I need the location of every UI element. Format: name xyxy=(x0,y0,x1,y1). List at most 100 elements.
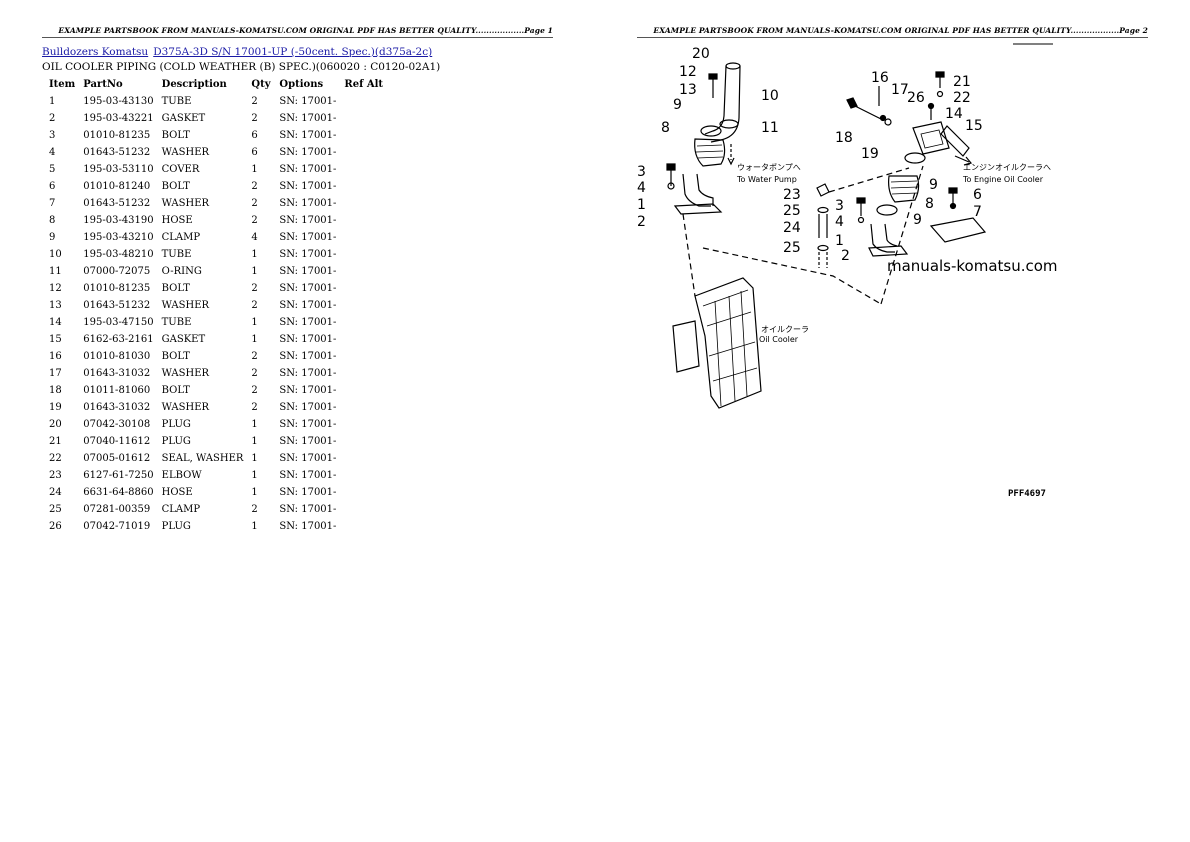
seal-washer-22-part xyxy=(936,90,944,98)
elbow-1-part xyxy=(870,223,895,253)
cell-item: 15 xyxy=(49,334,62,345)
leader-line xyxy=(682,213,696,297)
cell-ref-alt xyxy=(340,127,388,144)
cell-description: BOLT xyxy=(161,283,190,294)
breadcrumb: Bulldozers Komatsu D375A-3D S/N 17001-UP … xyxy=(42,46,432,58)
cell-item: 18 xyxy=(49,385,62,396)
clamp-25-part xyxy=(817,244,829,252)
cell-options: SN: 17001- xyxy=(279,266,337,277)
cell-description: GASKET xyxy=(161,334,206,345)
cell-qty: 2 xyxy=(251,283,258,294)
callout-label: 11 xyxy=(761,120,779,136)
cell-description: WASHER xyxy=(161,300,210,311)
cell-description: GASKET xyxy=(161,113,206,124)
cell-qty: 1 xyxy=(251,266,258,277)
cell-ref-alt xyxy=(340,501,388,518)
callout-label: 2 xyxy=(841,248,850,264)
cell-partno: 07281-00359 xyxy=(83,504,151,515)
clamp-9-part xyxy=(876,204,898,216)
cell-description: HOSE xyxy=(161,215,193,226)
callout-label: 25 xyxy=(783,203,801,219)
cell-description: COVER xyxy=(161,164,200,175)
callout-label: 19 xyxy=(861,146,879,162)
cell-description: SEAL, WASHER xyxy=(161,453,244,464)
leader-line xyxy=(828,167,910,193)
washer-17-part xyxy=(879,114,887,122)
cell-ref-alt xyxy=(340,365,388,382)
cell-description: CLAMP xyxy=(161,232,201,243)
cell-item: 26 xyxy=(49,521,62,532)
cell-item: 7 xyxy=(49,198,56,209)
cell-partno: 01011-81060 xyxy=(83,385,151,396)
leader-line xyxy=(702,247,882,305)
cell-description: PLUG xyxy=(161,436,191,447)
cell-options: SN: 17001- xyxy=(279,130,337,141)
elbow-23-part xyxy=(816,183,830,197)
cell-qty: 1 xyxy=(251,487,258,498)
cell-item: 21 xyxy=(49,436,62,447)
cell-options: SN: 17001- xyxy=(279,504,337,515)
cell-qty: 2 xyxy=(251,351,258,362)
leader-line xyxy=(880,165,924,305)
cell-ref-alt xyxy=(340,229,388,246)
cell-qty: 1 xyxy=(251,521,258,532)
cell-options: SN: 17001- xyxy=(279,436,337,447)
cell-item: 20 xyxy=(49,419,62,430)
cell-partno: 195-03-43190 xyxy=(83,215,154,226)
exploded-parts-diagram: 20 12 13 10 9 11 8 3 4 1 2 16 21 17 22 2… xyxy=(633,36,1153,506)
cell-options: SN: 17001- xyxy=(279,113,337,124)
callout-label: 1 xyxy=(835,233,844,249)
callout-label: 17 xyxy=(891,82,909,98)
callout-label: 9 xyxy=(913,212,922,228)
cell-options: SN: 17001- xyxy=(279,249,337,260)
cell-qty: 2 xyxy=(251,198,258,209)
cell-options: SN: 17001- xyxy=(279,181,337,192)
cell-partno: 6162-63-2161 xyxy=(83,334,154,345)
cell-ref-alt xyxy=(340,450,388,467)
callout-label: 9 xyxy=(673,97,682,113)
cell-partno: 01643-51232 xyxy=(83,147,151,158)
cell-ref-alt xyxy=(340,467,388,484)
callout-label: 7 xyxy=(973,204,982,220)
bolt-3-head xyxy=(666,163,676,171)
cell-qty: 1 xyxy=(251,249,258,260)
cell-partno: 195-03-43130 xyxy=(83,96,154,107)
cell-partno: 07005-01612 xyxy=(83,453,151,464)
callout-label: 23 xyxy=(783,187,801,203)
diagram-svg: 20 12 13 10 9 11 8 3 4 1 2 16 21 17 22 2… xyxy=(637,43,1058,499)
callout-label: 4 xyxy=(835,214,844,230)
cell-options: SN: 17001- xyxy=(279,351,337,362)
cell-ref-alt xyxy=(340,433,388,450)
oil-cooler-fins xyxy=(702,289,758,382)
note-water-pump-jp: ウォータポンプへ xyxy=(737,163,801,172)
cell-partno: 01010-81235 xyxy=(83,130,151,141)
hose-8-part xyxy=(888,175,920,203)
cell-partno: 07042-71019 xyxy=(83,521,151,532)
page-2: EXAMPLE PARTSBOOK FROM MANUALS-KOMATSU.C… xyxy=(595,0,1190,842)
callout-label: 12 xyxy=(679,64,697,80)
cell-qty: 2 xyxy=(251,215,258,226)
cell-ref-alt xyxy=(340,195,388,212)
hose-8-ribs xyxy=(890,180,919,195)
oil-cooler-body xyxy=(694,277,762,409)
gasket-15-part xyxy=(940,125,970,157)
cell-description: WASHER xyxy=(161,402,210,413)
washer-4-part xyxy=(667,182,675,190)
callout-label: 21 xyxy=(953,74,971,90)
callout-label: 6 xyxy=(973,187,982,203)
cell-qty: 2 xyxy=(251,385,258,396)
cell-partno: 01643-51232 xyxy=(83,198,151,209)
column-header-partno: PartNo xyxy=(83,79,123,90)
hose-8-ribs xyxy=(695,144,724,159)
breadcrumb-link-model[interactable]: D375A-3D S/N 17001-UP (-50cent. Spec.)(d… xyxy=(153,46,433,58)
cell-ref-alt xyxy=(340,297,388,314)
breadcrumb-link-category[interactable]: Bulldozers Komatsu xyxy=(42,46,149,58)
